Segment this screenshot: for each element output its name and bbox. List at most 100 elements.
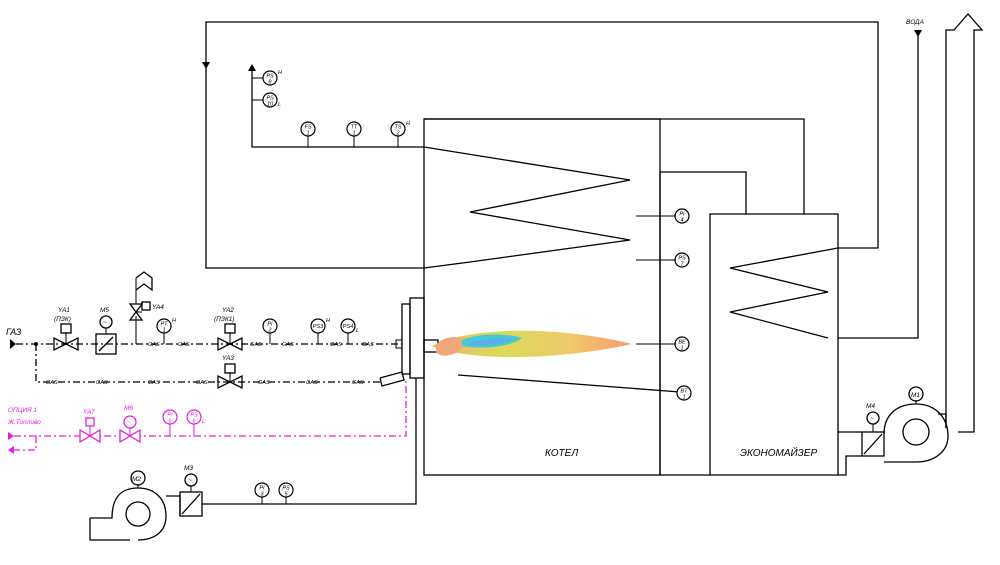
svg-text:~: ~ bbox=[870, 415, 874, 422]
fan-m1-tag: M1 bbox=[911, 392, 920, 399]
instrument-ps7[interactable]: PS7 bbox=[674, 252, 690, 268]
instrument-pi6[interactable]: PI6 bbox=[162, 409, 178, 425]
gas-line-tag: GAS bbox=[148, 342, 160, 348]
instrument-pi4[interactable]: PI4 bbox=[674, 208, 690, 224]
instrument-pi3-top: PI bbox=[259, 486, 265, 492]
instrument-tt1-top: TT bbox=[351, 125, 358, 131]
liquid-fuel-line: ОПЦИЯ 1 Ж.Топливо bbox=[7, 380, 407, 454]
instrument-pi6-number: 6 bbox=[168, 419, 172, 425]
instrument-be1[interactable]: BE1 bbox=[674, 336, 690, 352]
instrument-be1-top: BE bbox=[678, 340, 686, 346]
flue-fan-m1[interactable]: M1 bbox=[883, 386, 949, 463]
economizer: ЭКОНОМАЙЗЕР bbox=[710, 213, 839, 476]
valve-m6-tag: M6 bbox=[124, 405, 133, 412]
valve-ya3[interactable]: YA3 bbox=[217, 355, 243, 390]
instrument-fs1-top: FS bbox=[304, 125, 311, 131]
boiler-label: КОТЕЛ bbox=[545, 448, 578, 459]
instrument-pi3[interactable]: PI3 bbox=[254, 482, 270, 498]
water-label: ВОДА bbox=[906, 19, 924, 26]
valve-ya1[interactable]: YA1 (ПЗК) bbox=[53, 307, 79, 352]
boiler-probe bbox=[457, 374, 681, 393]
damper-m4[interactable]: ~ M4 bbox=[861, 403, 885, 457]
instrument-ps7-number: 7 bbox=[680, 262, 684, 268]
instrument-pi3-number: 3 bbox=[260, 492, 264, 498]
gas-line-tag: GAS bbox=[96, 380, 108, 386]
gas-line-tag: GAS bbox=[362, 342, 374, 348]
instrument-ts2-number: 2 bbox=[395, 131, 399, 137]
flue-outlet-duct bbox=[838, 431, 862, 476]
instrument-fs1-number: 1 bbox=[306, 131, 309, 137]
gas-line-tag: GAS bbox=[352, 380, 364, 386]
instrument-ps3-mark: H bbox=[326, 318, 330, 324]
valve-m6[interactable]: ~ M6 bbox=[119, 405, 141, 444]
svg-text:~: ~ bbox=[103, 319, 107, 326]
instrument-tt1[interactable]: TT1 bbox=[346, 121, 362, 137]
option-label: ОПЦИЯ 1 bbox=[8, 407, 37, 414]
air-duct bbox=[202, 378, 417, 505]
instrument-tt1-number: 1 bbox=[352, 131, 355, 137]
valve-ya7[interactable]: YA7 bbox=[79, 409, 101, 444]
instrument-pi2-top: PI bbox=[267, 322, 273, 328]
svg-text:~: ~ bbox=[127, 419, 131, 426]
economizer-coil bbox=[729, 247, 839, 339]
valve-ya1-tag: YA1 bbox=[58, 307, 70, 314]
instrument-ps4-mark: L bbox=[356, 328, 359, 334]
gas-line-tag: GAS bbox=[46, 380, 58, 386]
instrument-bt1-top: BT bbox=[680, 389, 688, 395]
liquid-fuel-label: Ж.Топливо bbox=[7, 419, 41, 426]
water-loop: ВОДА bbox=[202, 19, 924, 339]
damper-m3-tag: M3 bbox=[184, 465, 193, 472]
valve-ya4[interactable]: YA4 bbox=[128, 271, 164, 321]
instrument-pi2[interactable]: PI2 bbox=[262, 318, 278, 334]
instrument-pt1-number: 1 bbox=[162, 328, 165, 334]
instrument-ts2-top: TS bbox=[394, 125, 401, 131]
gas-line-tag: GAS bbox=[250, 342, 262, 348]
instrument-pt1-mark: H bbox=[172, 318, 176, 324]
gas-line-tag: GAS bbox=[282, 342, 294, 348]
boiler: КОТЕЛ bbox=[423, 118, 681, 476]
instrument-fs1[interactable]: FS1 bbox=[300, 121, 316, 137]
valve-ya3-tag: YA3 bbox=[222, 355, 234, 362]
damper-m3[interactable]: ~ M3 bbox=[179, 465, 203, 517]
gas-line-tag: GAS bbox=[196, 380, 208, 386]
instrument-ts2[interactable]: TS2 H bbox=[390, 121, 410, 137]
instrument-ps5-top: PS bbox=[282, 486, 290, 492]
instrument-ps8-mark: H bbox=[278, 70, 282, 76]
burner bbox=[379, 297, 439, 387]
instrument-ps6-number: 6 bbox=[192, 419, 196, 425]
gas-line: ГАЗ GAS GAS GAS GAS GAS GAS GAS GAS GAS … bbox=[6, 316, 403, 386]
instrument-pi4-top: PI bbox=[679, 212, 685, 218]
damper-m4-tag: M4 bbox=[866, 403, 875, 410]
gas-line-tag: GAS bbox=[148, 380, 160, 386]
instrument-ts2-mark: H bbox=[406, 121, 410, 127]
gas-line-tag: GAS bbox=[178, 342, 190, 348]
gas-label: ГАЗ bbox=[6, 327, 22, 337]
instrument-ps10-top: PS bbox=[266, 96, 274, 102]
chimney bbox=[945, 13, 984, 433]
instrument-bt1[interactable]: BT1 bbox=[676, 385, 692, 401]
svg-text:~: ~ bbox=[188, 477, 192, 484]
air-fan-m2[interactable]: M2 bbox=[89, 470, 181, 541]
instrument-ps5[interactable]: PS5 bbox=[278, 482, 294, 498]
boiler-heat-exchanger-coil bbox=[423, 146, 631, 269]
gas-line-tag: GAS bbox=[330, 342, 342, 348]
economizer-label: ЭКОНОМАЙЗЕР bbox=[740, 446, 817, 459]
instrument-ps6-mark: L bbox=[202, 419, 205, 425]
damper-m5[interactable]: ~ M5 bbox=[95, 307, 117, 355]
instrument-pi4-number: 4 bbox=[680, 218, 683, 224]
instrument-pi6-top: PI bbox=[167, 413, 173, 419]
valve-ya1-sub: (ПЗК) bbox=[54, 316, 71, 323]
instrument-ps8-top: PS bbox=[266, 74, 274, 80]
valve-ya2[interactable]: YA2 (ПЗК1) bbox=[214, 307, 243, 352]
instrument-ps5-number: 5 bbox=[284, 492, 288, 498]
fan-m2-tag: M2 bbox=[132, 476, 141, 483]
instrument-pt1[interactable]: PT1 H bbox=[156, 318, 176, 334]
instrument-ps3-top: PS3 bbox=[313, 324, 324, 330]
instrument-pt1-top: PT bbox=[160, 322, 168, 328]
